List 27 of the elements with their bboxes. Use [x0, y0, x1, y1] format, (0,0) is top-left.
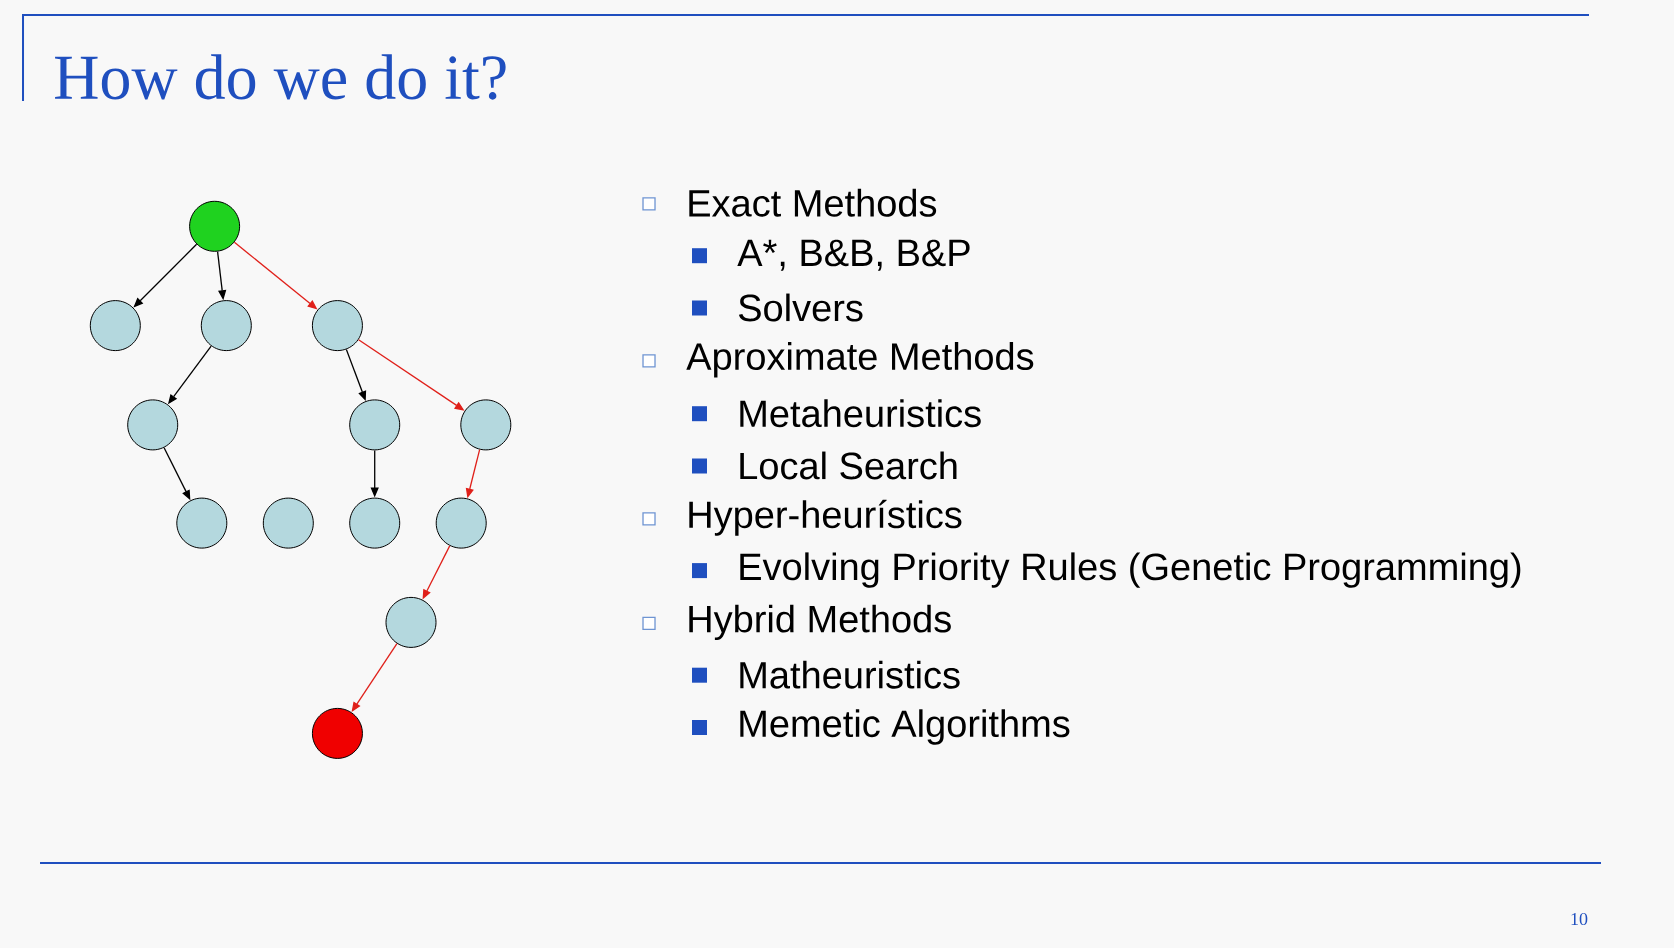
- bullet-text: Evolving Priority Rules (Genetic Programming): [740, 552, 1521, 588]
- bullet-text: Exact Methods: [689, 188, 937, 217]
- bullet-text: Matheuristics: [740, 660, 960, 689]
- tree-node: [89, 300, 141, 352]
- tree-node: [385, 596, 437, 648]
- bullet-text: Memetic Algorithms: [740, 709, 1070, 745]
- bullet-text: Aproximate Methods: [686, 342, 1034, 378]
- slide-title: How do we do it?: [55, 54, 506, 100]
- tree-node: [200, 300, 252, 352]
- tree-node: [176, 497, 228, 549]
- arrow: [345, 348, 367, 401]
- tree-node: [349, 497, 401, 549]
- tree-node: [127, 399, 179, 451]
- tree-node: [435, 497, 487, 549]
- tree-node: [460, 399, 512, 451]
- page-number: 10: [1571, 912, 1588, 926]
- bullet-text: A*, B&B, B&P: [737, 239, 970, 271]
- bullet-text: Metaheuristics: [740, 399, 981, 428]
- tree-node: [349, 399, 401, 451]
- tree-node: [189, 200, 241, 252]
- bullet-text: Solvers: [738, 293, 863, 322]
- tree-node: [262, 497, 314, 549]
- bullet-text: Hybrid Methods: [689, 604, 951, 641]
- bullet-text: Hyper-heurístics: [689, 499, 962, 536]
- tree-node: [311, 707, 363, 759]
- bullet-text: Local Search: [740, 451, 957, 480]
- tree-node: [311, 300, 363, 352]
